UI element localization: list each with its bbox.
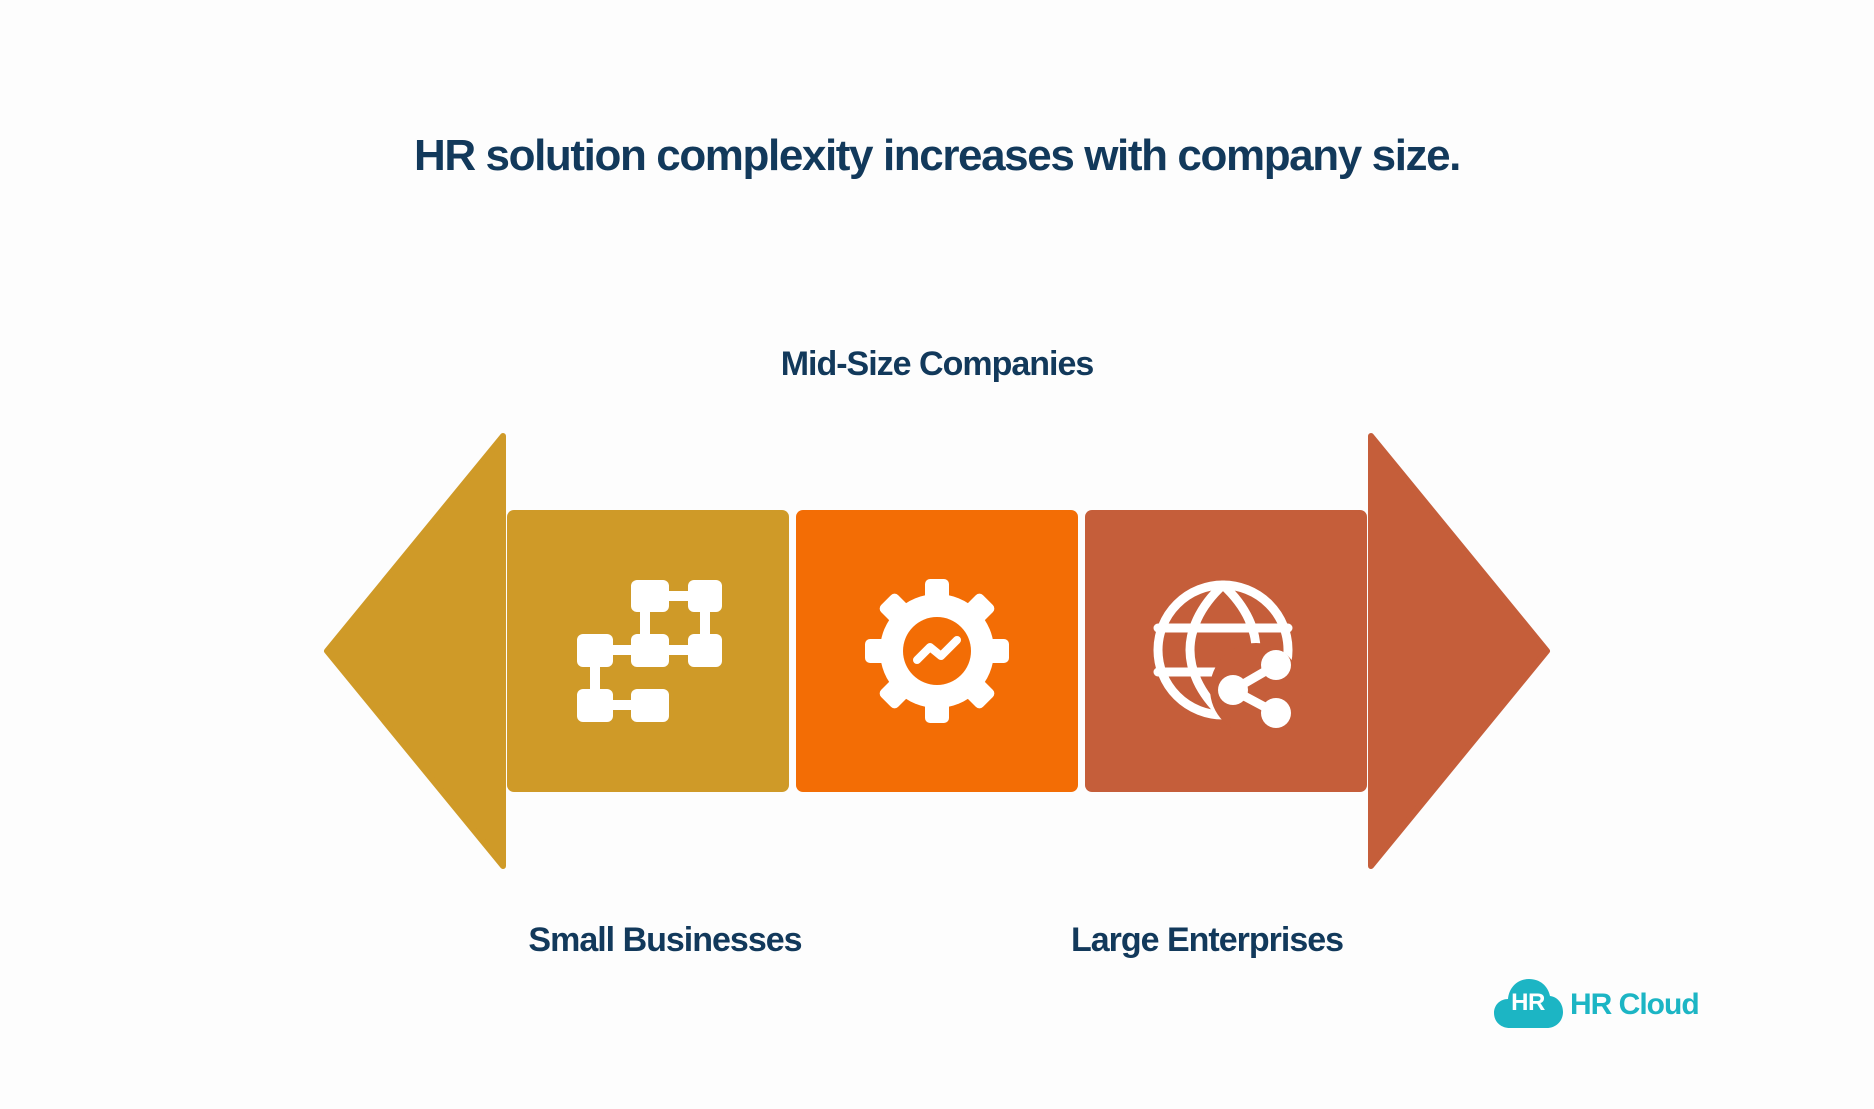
globe-share-icon (1153, 580, 1302, 735)
label-small-businesses: Small Businesses (528, 921, 802, 959)
label-large-enterprises: Large Enterprises (1070, 921, 1344, 959)
hr-cloud-logo: HR HR Cloud (1492, 976, 1732, 1036)
segment-large-enterprises (1085, 510, 1367, 792)
logo-name: HR Cloud (1570, 988, 1700, 1021)
flowchart-icon (577, 580, 722, 722)
page-title: HR solution complexity increases with co… (413, 131, 1461, 180)
logo-badge-text: HR (1511, 989, 1545, 1016)
gear-chart-icon (865, 579, 1009, 723)
cloud-icon (1494, 979, 1563, 1028)
label-mid-size-companies: Mid-Size Companies (780, 345, 1095, 383)
right-arrow-head (1368, 433, 1550, 869)
left-arrow-head (324, 433, 506, 869)
